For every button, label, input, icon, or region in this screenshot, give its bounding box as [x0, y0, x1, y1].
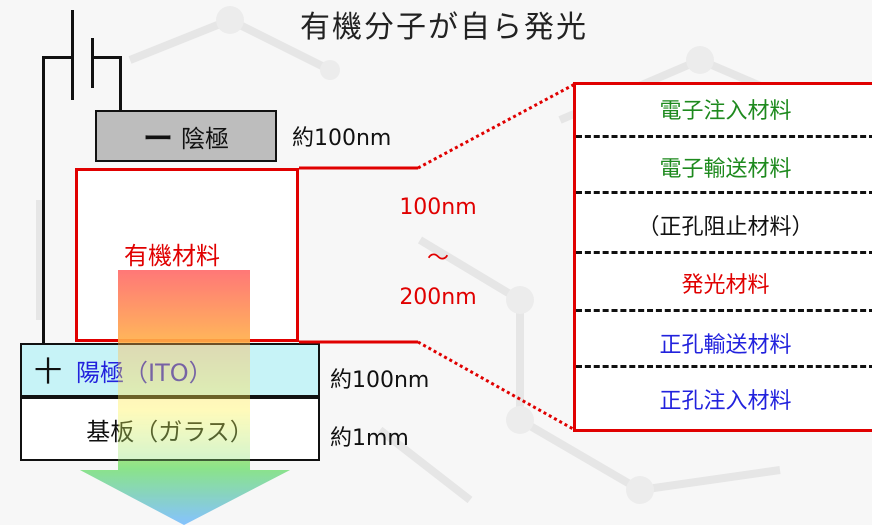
battery-plate-long [71, 10, 74, 100]
light-emission-arrow-overlay [80, 270, 290, 525]
layer-hole-injection: 正孔注入材料 [659, 389, 792, 414]
organic-thickness-bottom: 200nm [399, 285, 477, 310]
diagram-title: 有機分子が自ら発光 [300, 10, 588, 45]
layer-emission: 発光材料 [681, 273, 770, 298]
cathode-layer: ー 陰極 [95, 110, 277, 162]
layer-divider [576, 135, 872, 138]
layer-divider [576, 191, 872, 194]
anode-thickness: 約100nm [330, 368, 430, 393]
layer-divider [576, 251, 872, 254]
layer-divider [576, 365, 872, 368]
cathode-label: 陰極 [181, 124, 229, 153]
organic-thickness-tilde: ～ [426, 246, 449, 271]
cathode-thickness: 約100nm [292, 126, 392, 151]
battery-plate-short [91, 38, 94, 88]
wire-top-left [42, 56, 72, 59]
layer-divider [576, 309, 872, 312]
layer-electron-injection: 電子注入材料 [659, 99, 792, 124]
minus-sign: ー [143, 122, 173, 157]
organic-layer-stack: 電子注入材料 電子輸送材料 （正孔阻止材料） 発光材料 正孔輸送材料 正孔注入材… [573, 82, 872, 432]
layer-hole-transport: 正孔輸送材料 [659, 333, 792, 358]
layer-hole-blocking: （正孔阻止材料） [637, 215, 814, 240]
plus-sign: 十 [34, 355, 63, 388]
organic-label: 有機材料 [124, 242, 220, 270]
substrate-thickness: 約1mm [330, 426, 409, 451]
layer-electron-transport: 電子輸送材料 [659, 157, 792, 182]
wire-right-vertical [119, 56, 122, 112]
organic-thickness-top: 100nm [399, 195, 477, 220]
wire-left-vertical [42, 56, 45, 346]
wire-top-right [92, 56, 122, 59]
